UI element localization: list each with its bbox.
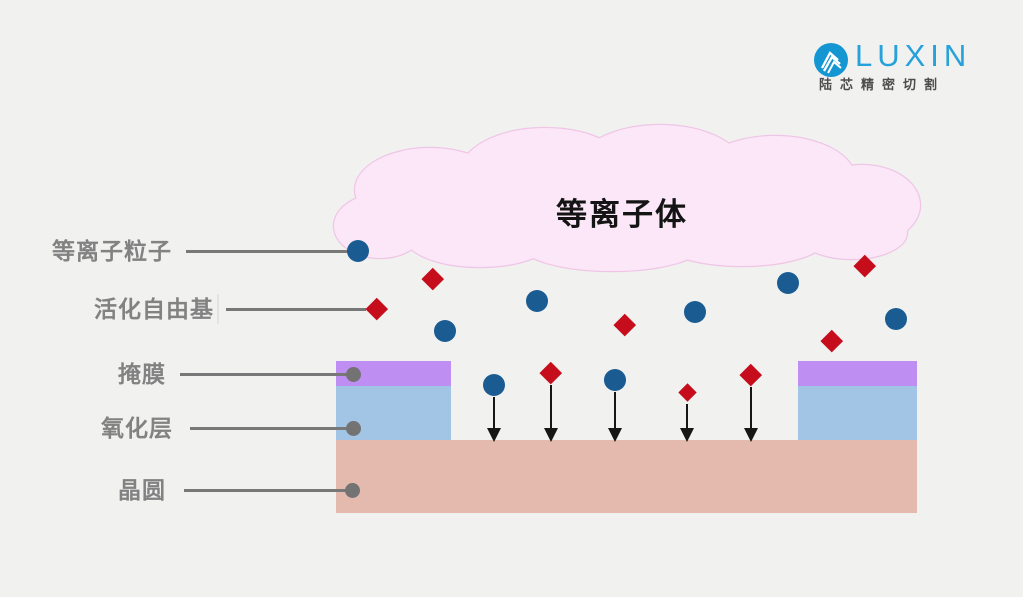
plasma-particle-marker [483, 374, 505, 396]
label-activated-radical: 活化自由基 [94, 296, 214, 322]
radical-marker [422, 268, 444, 290]
logo-subtitle: 陆芯精密切割 [819, 77, 946, 92]
etch-arrow-line [613, 392, 617, 430]
radical-marker [677, 382, 697, 402]
etch-arrow-head [544, 428, 558, 442]
radical-marker [854, 255, 876, 277]
layer-pointer-dot [345, 366, 361, 382]
label-oxide-layer: 氧化层 [101, 415, 173, 441]
wafer-layer [336, 440, 917, 513]
etch-arrow-line [549, 385, 553, 430]
plasma-cloud-label: 等离子体 [556, 197, 688, 232]
leader-line-wafer [184, 488, 350, 492]
plasma-particle-marker [434, 320, 456, 342]
mountain-circle-icon [814, 43, 848, 77]
etch-arrow-head [487, 428, 501, 442]
radical-marker [366, 298, 388, 320]
etch-arrow-head [744, 428, 758, 442]
etch-arrow-line [492, 397, 496, 430]
label-divider [217, 294, 219, 324]
radical-marker [540, 362, 562, 384]
layer-pointer-dot [344, 482, 360, 498]
label-mask: 掩膜 [118, 361, 166, 387]
layer-pointer-dot [345, 420, 361, 436]
plasma-particle-marker [777, 272, 799, 294]
label-wafer: 晶圆 [118, 477, 166, 503]
etch-arrow-head [608, 428, 622, 442]
mask-layer-right [798, 361, 917, 386]
oxide-layer-right [798, 386, 917, 440]
plasma-particle-marker [526, 290, 548, 312]
etch-arrow-line [749, 387, 753, 430]
leader-line-plasma-particle [186, 249, 348, 253]
leader-line-mask [180, 372, 350, 376]
radical-marker [821, 330, 843, 352]
luxin-logo: LUXIN 陆芯精密切割 [805, 30, 1005, 96]
etch-arrow-head [680, 428, 694, 442]
radical-marker [614, 314, 636, 336]
leader-line-activated-radical [226, 307, 366, 311]
plasma-particle-marker [684, 301, 706, 323]
plasma-particle-marker [604, 369, 626, 391]
radical-marker [740, 364, 762, 386]
plasma-particle-marker [347, 240, 369, 262]
etch-arrow-line [685, 404, 689, 430]
plasma-particle-marker [885, 308, 907, 330]
label-plasma-particle: 等离子粒子 [52, 238, 172, 264]
leader-line-oxide-layer [190, 426, 350, 430]
logo-wordmark: LUXIN [855, 38, 972, 73]
